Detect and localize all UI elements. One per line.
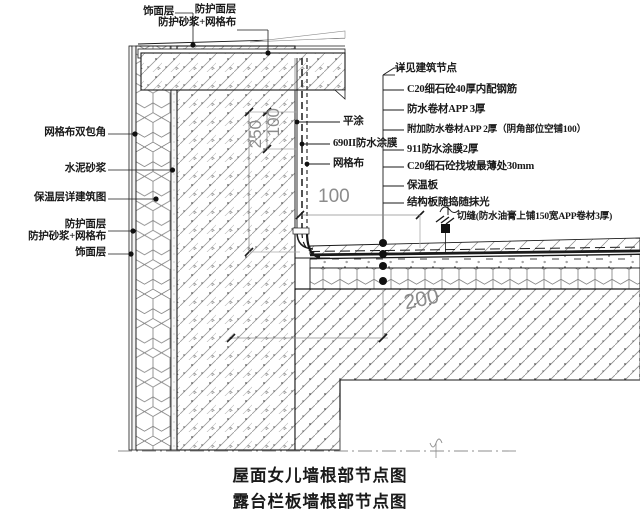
parapet-cap bbox=[137, 30, 346, 100]
membrane-termination bbox=[292, 227, 310, 235]
dimension-100-vertical: 100 bbox=[264, 108, 283, 137]
label-cement-mortar: 水泥砂浆 bbox=[64, 163, 106, 174]
structural-slab bbox=[294, 288, 640, 451]
label-c20-concrete-40-rebar: C20细石砼40厚内配钢筋 bbox=[407, 84, 517, 95]
membrane-turnup-corner bbox=[294, 231, 330, 259]
roof-insulation-board bbox=[309, 267, 640, 290]
label-see-arch-detail: 详见建筑节点 bbox=[395, 63, 457, 74]
label-protective-face-layer-left: 防护面层 bbox=[64, 219, 106, 230]
label-insulation-board: 保温板 bbox=[407, 180, 438, 191]
dimension-100-horizontal: 100 bbox=[318, 186, 350, 207]
label-mesh-double-corner: 网格布双包角 bbox=[44, 127, 106, 138]
wall-insulation-layer bbox=[135, 45, 172, 451]
wall-cement-mortar-layer bbox=[170, 45, 178, 451]
label-waterproof-roll-app-3: 防水卷材APP 3厚 bbox=[407, 104, 486, 115]
label-protective-mortar-mesh-left: 防护砂浆+网格布 bbox=[28, 231, 106, 242]
label-protective-face-layer-top: 防护面层 bbox=[194, 4, 236, 15]
roof-slab-assembly bbox=[294, 237, 640, 451]
label-structural-slab-troweled: 结构板随捣随抹光 bbox=[407, 197, 490, 208]
parapet-concrete-body bbox=[176, 45, 296, 451]
dimension-250-vertical: 250 bbox=[246, 120, 265, 149]
label-mesh-fabric: 网格布 bbox=[333, 158, 364, 169]
wall-left-finish-layers bbox=[128, 45, 137, 451]
label-extra-waterproof-roll-app-2: 附加防水卷材APP 2厚（阴角部位空铺100） bbox=[407, 124, 587, 135]
drawing-title-line2: 露台栏板墙根部节点图 bbox=[232, 492, 408, 511]
label-finish-layer-top: 饰面层 bbox=[143, 6, 174, 17]
parapet-inner-membrane-stack bbox=[294, 58, 308, 232]
dimension-lines bbox=[226, 107, 425, 343]
label-waterproof-film-690: 690II防水涂膜 bbox=[333, 138, 398, 149]
leader-lines-top bbox=[175, 12, 271, 56]
cut-joint-symbol bbox=[435, 205, 460, 253]
label-finish-layer-left: 饰面层 bbox=[75, 247, 106, 258]
label-flat-coating: 平涂 bbox=[343, 116, 364, 127]
label-waterproof-film-911: 911防水涂膜2厚 bbox=[407, 144, 479, 155]
label-cut-joint: 切缝(防水油膏上铺150宽APP卷材3厚) bbox=[457, 211, 613, 222]
label-c20-slope-min-30: C20细石砼找坡最薄处30mm bbox=[407, 161, 535, 172]
leader-lines-inner bbox=[294, 119, 340, 167]
break-line-bottom bbox=[118, 289, 640, 458]
label-protective-mortar-mesh-top: 防护砂浆+网格布 bbox=[158, 17, 236, 28]
label-insulation-layer-see-arch: 保温层详建筑图 bbox=[33, 192, 106, 203]
leader-lines-left bbox=[108, 131, 176, 257]
drawing-title-line1: 屋面女儿墙根部节点图 bbox=[232, 466, 408, 485]
leader-lines-right bbox=[379, 67, 404, 285]
